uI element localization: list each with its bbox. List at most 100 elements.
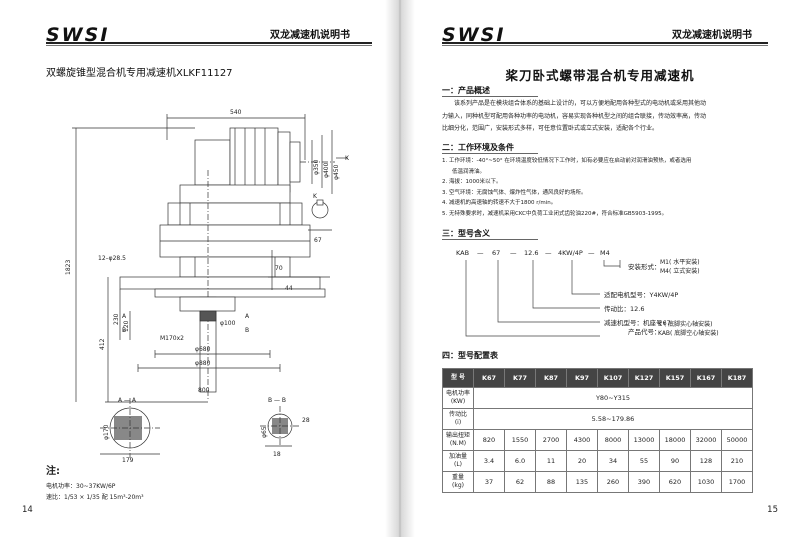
dim-70: 70 bbox=[275, 265, 283, 272]
torque-cell: 2700 bbox=[535, 429, 567, 451]
code-sep-4: — bbox=[588, 249, 595, 257]
oil-cell: 55 bbox=[628, 450, 660, 472]
note-ratio: 速比：1/53 × 1/35 配 15m³-20m³ bbox=[46, 494, 144, 501]
oil-cell: 11 bbox=[535, 450, 567, 472]
code-motor: 4KW/4P bbox=[558, 249, 583, 257]
right-page: SWSI 双龙减速机说明书 桨刀卧式螺带混合机专用减速机 一：产品概述 该系列产… bbox=[400, 0, 800, 537]
table-header-cell: K157 bbox=[659, 368, 691, 388]
oil-cell: 34 bbox=[597, 450, 629, 472]
code-sep-2: — bbox=[510, 249, 517, 257]
dim-phi100: φ100 bbox=[220, 320, 236, 327]
table-header-cell: K187 bbox=[721, 368, 753, 388]
book-spine bbox=[385, 0, 415, 537]
ratio-label: 传动比：12.6 bbox=[604, 305, 645, 313]
code-mount: M4 bbox=[600, 249, 610, 257]
section-config-heading: 四：型号配置表 bbox=[442, 351, 498, 360]
header-title-right: 双龙减速机说明书 bbox=[672, 30, 752, 41]
section-b-title: B — B bbox=[268, 397, 286, 404]
motor-label: 适配电机型号：Y4KW/4P bbox=[604, 291, 679, 299]
header-rule-thin bbox=[46, 45, 372, 46]
torque-cell: 4300 bbox=[566, 429, 598, 451]
overview-line-1: 该系列产品是在模块组合体系的基础上设计的，可以方便地配用各种型式的电动机或采用其… bbox=[454, 100, 707, 107]
section-environment-heading: 二：工作环境及条件 bbox=[442, 143, 514, 152]
weight-cell: 390 bbox=[628, 471, 660, 493]
torque-cell: 1550 bbox=[504, 429, 536, 451]
power-range: Y80~Y315 bbox=[473, 387, 753, 409]
table-row-weight: 重量(kg) 37 62 88 135 260 390 620 1030 170… bbox=[442, 471, 753, 493]
overview-paragraph: 该系列产品是在模块组合体系的基础上设计的，可以方便地配用各种型式的电动机或采用其… bbox=[442, 98, 772, 136]
section-rule bbox=[442, 96, 538, 97]
dim-10-28: 12–φ28.5 bbox=[98, 255, 126, 262]
dim-230: 230 bbox=[113, 313, 120, 325]
notes-block: 注: 电机功率：30~37KW/6P 速比：1/53 × 1/35 配 15m³… bbox=[46, 466, 144, 503]
table-header-row: 型 号 K67 K77 K87 K97 K107 K127 K157 K167 … bbox=[442, 368, 753, 388]
oil-cell: 20 bbox=[566, 450, 598, 472]
oil-cell: 210 bbox=[721, 450, 753, 472]
note-motor-power: 电机功率：30~37KW/6P bbox=[46, 483, 116, 490]
reducer-drawing: 540 K K 67 44 70 12–φ28.5 A A B B φ100 M… bbox=[65, 109, 350, 464]
drawing-title: 双螺旋锥型混合机专用减速机XLKF11127 bbox=[46, 68, 233, 79]
dim-phi350: φ350 bbox=[313, 159, 320, 175]
table-row-ratio: 传动比(i) 5.58~179.86 bbox=[442, 408, 753, 430]
page-number-left: 14 bbox=[22, 505, 33, 515]
weight-cell: 135 bbox=[566, 471, 598, 493]
table-header-cell: K87 bbox=[535, 368, 567, 388]
ratio-range: 5.58~179.86 bbox=[473, 408, 753, 430]
left-page: SWSI 双龙减速机说明书 双螺旋锥型混合机专用减速机XLKF11127 bbox=[22, 24, 372, 515]
torque-cell: 820 bbox=[473, 429, 505, 451]
oil-cell: 3.4 bbox=[473, 450, 505, 472]
dim-67: 67 bbox=[314, 237, 322, 244]
section-overview-heading: 一：产品概述 bbox=[442, 86, 490, 95]
config-table: 型 号 K67 K77 K87 K97 K107 K127 K157 K167 … bbox=[442, 368, 753, 493]
view-k-arrow: K bbox=[345, 155, 350, 162]
brand-logo-right: SWSI bbox=[442, 24, 506, 46]
table-row-torque: 输出扭矩(N.M) 820 1550 2700 4300 8000 13000 … bbox=[442, 429, 753, 451]
env-item-3: 3. 空气环境：无腐蚀气体、爆炸性气体，通风良好的场所。 bbox=[442, 189, 587, 196]
table-header-cell: K97 bbox=[566, 368, 598, 388]
section-rule bbox=[442, 239, 538, 240]
notes-heading: 注: bbox=[46, 466, 60, 477]
table-header-cell: K107 bbox=[597, 368, 629, 388]
row-label-ratio: 传动比(i) bbox=[442, 408, 474, 430]
brand-logo: SWSI bbox=[46, 24, 110, 46]
thread-m170: M170x2 bbox=[160, 335, 184, 342]
dim-28: 28 bbox=[302, 417, 310, 424]
table-row-oil: 加油量(L) 3.4 6.0 11 20 34 55 90 128 210 bbox=[442, 450, 753, 472]
product-k: K ( 底脚实心轴安装) bbox=[658, 321, 713, 328]
torque-cell: 8000 bbox=[597, 429, 629, 451]
table-header-cell: 型 号 bbox=[442, 368, 474, 388]
product-options: K ( 底脚实心轴安装) KAB( 底脚空心轴安装) bbox=[658, 320, 719, 338]
view-k-label: K bbox=[313, 193, 318, 200]
env-item-2: 2. 海拔：1000米以下。 bbox=[442, 179, 502, 185]
code-sep-1: — bbox=[477, 249, 484, 257]
label-b-right: B bbox=[245, 327, 249, 334]
env-item-1-cont: 低温润滑油。 bbox=[452, 168, 486, 175]
table-header-cell: K167 bbox=[690, 368, 722, 388]
dim-540: 540 bbox=[230, 109, 242, 116]
overview-line-2: 力输入，同种机型可配用各种功率的电动机，容易实现各种机型之间的组合联接，传动效率… bbox=[442, 112, 707, 120]
code-sep-3: — bbox=[545, 249, 552, 257]
header-rule-thin-right bbox=[442, 45, 768, 46]
dim-phi65: φ65 bbox=[261, 426, 268, 438]
page-number-right: 15 bbox=[767, 505, 778, 515]
header-rule-right bbox=[442, 42, 768, 44]
mount-m4: M4( 立式安装) bbox=[660, 268, 700, 275]
row-label-weight: 重量(kg) bbox=[442, 471, 474, 493]
header-rule bbox=[46, 42, 372, 44]
dim-1823: 1823 bbox=[65, 260, 72, 275]
oil-cell: 128 bbox=[690, 450, 722, 472]
dim-179: 179 bbox=[122, 457, 134, 464]
mount-label: 安装形式： bbox=[628, 263, 661, 271]
seat-label: 减速机型号：机座号67 bbox=[604, 319, 671, 327]
row-label-oil: 加油量(L) bbox=[442, 450, 474, 472]
dim-phi170: φ170 bbox=[103, 424, 110, 440]
table-header-cell: K77 bbox=[504, 368, 536, 388]
code-ratio: 12.6 bbox=[524, 249, 538, 257]
weight-cell: 88 bbox=[535, 471, 567, 493]
oil-cell: 90 bbox=[659, 450, 691, 472]
dim-phi400: φ400 bbox=[323, 162, 330, 178]
row-label-torque: 输出扭矩(N.M) bbox=[442, 429, 474, 451]
code-size: 67 bbox=[492, 249, 500, 257]
label-a-left: A bbox=[122, 313, 127, 320]
mount-options: M1( 水平安装) M4( 立式安装) bbox=[660, 258, 700, 276]
